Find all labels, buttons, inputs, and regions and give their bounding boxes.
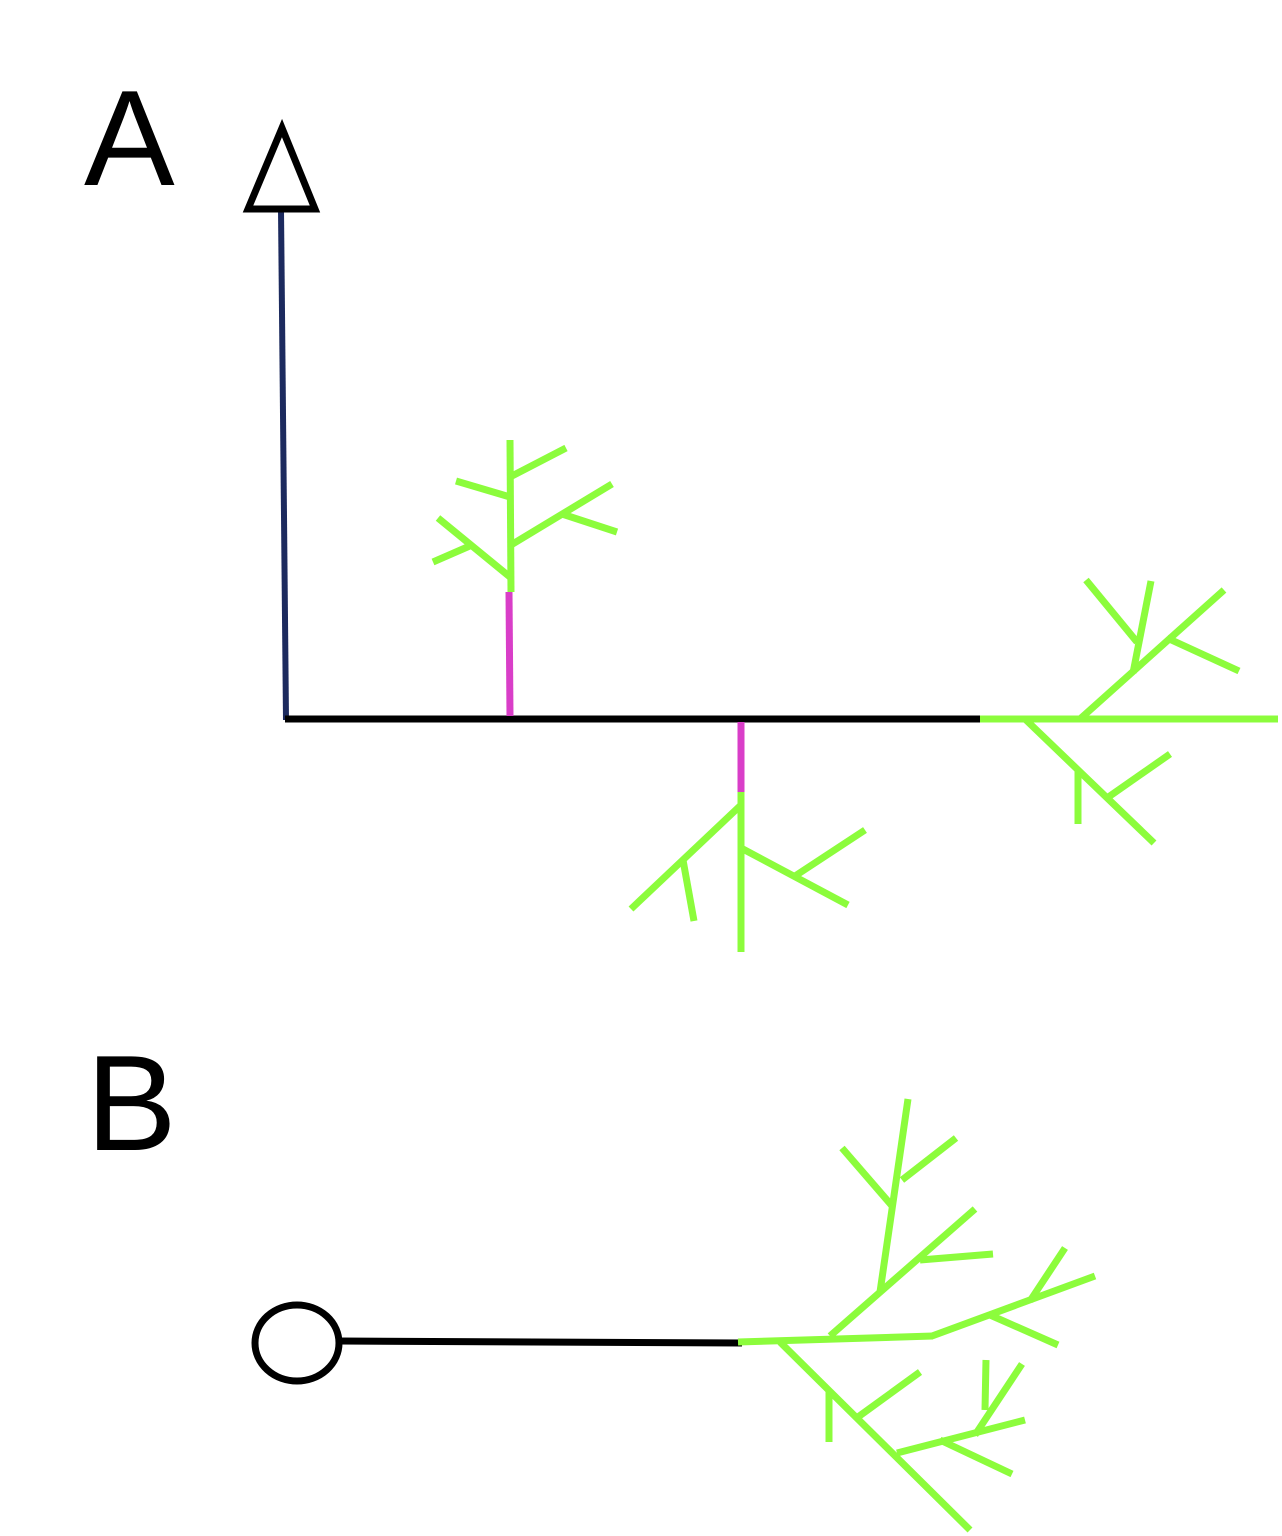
axon-branch: [876, 1098, 912, 1293]
axon-branch: [509, 481, 614, 548]
axon-branch: [988, 1311, 1060, 1349]
axon-branch: [560, 510, 619, 536]
axon-branch: [1077, 587, 1227, 722]
axon-branch: [919, 1250, 994, 1264]
axon-branch: [1027, 1246, 1068, 1303]
axon-branch: [827, 1206, 978, 1339]
axon-branch: [1022, 716, 1157, 846]
axon-branch: [455, 477, 511, 501]
axon-branch: [793, 827, 867, 879]
axon-branch: [855, 1369, 923, 1420]
axon-branch: [777, 1339, 973, 1533]
axon-branch: [679, 859, 698, 922]
axon-branch: [930, 1272, 1097, 1340]
axon-branch: [1129, 580, 1155, 674]
soma-circle-icon: [251, 1301, 343, 1385]
axon-branch: [739, 844, 850, 909]
panel-label-b: B: [86, 1027, 177, 1179]
axon-branch: [1083, 577, 1140, 645]
axon-branch: [1165, 634, 1241, 675]
panel-b: [251, 1098, 1097, 1533]
axon-branch: [1104, 751, 1173, 801]
axon-branch: [506, 439, 515, 593]
axon-branch: [737, 1332, 934, 1346]
axon-branch: [972, 1362, 1025, 1437]
axon-main: [338, 1337, 743, 1347]
axon-branch: [899, 1135, 959, 1183]
axon-branch: [839, 1145, 896, 1210]
axon-branch: [431, 541, 474, 566]
axon-branch: [938, 1436, 1014, 1478]
apical-dendrite: [278, 209, 289, 721]
panel-a: [242, 118, 1278, 952]
axon-branch: [435, 515, 513, 580]
collateral-stem-upper: [505, 591, 514, 717]
axon-branch: [896, 1416, 1026, 1457]
axon-branch: [981, 1359, 990, 1411]
panel-label-a: A: [84, 62, 175, 214]
axon-branch: [628, 802, 744, 912]
axon-branch: [508, 444, 568, 481]
soma-triangle-icon: [242, 118, 321, 213]
